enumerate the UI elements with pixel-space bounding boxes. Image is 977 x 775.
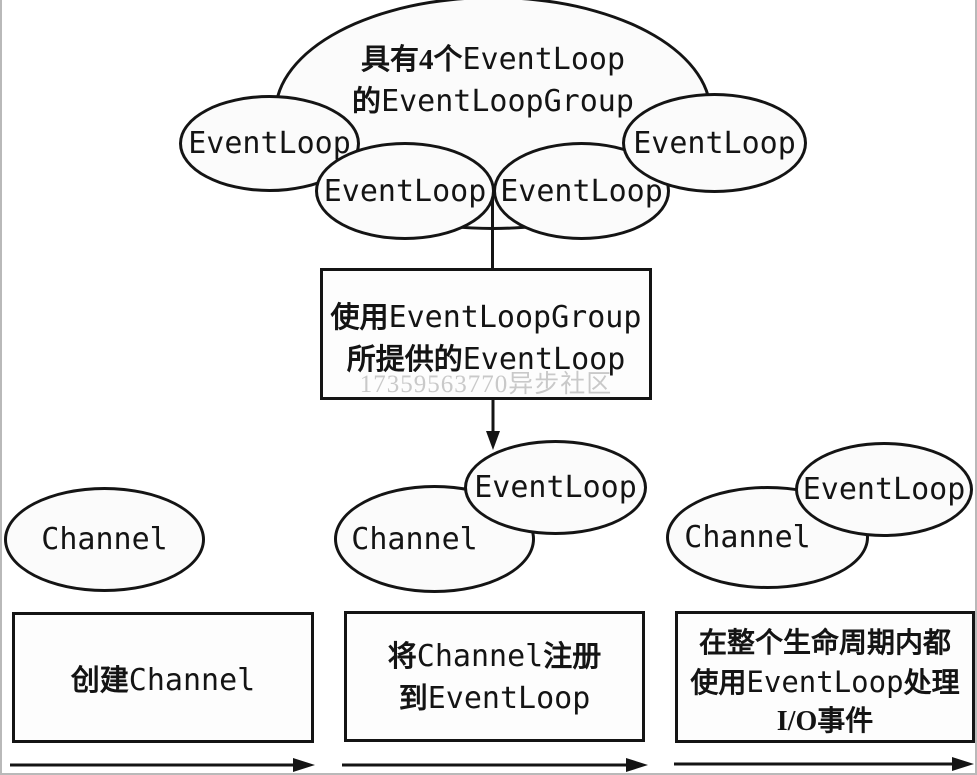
step3-line2: 使用EventLoop处理 (678, 665, 972, 705)
step2-text: 将Channel注册 到EventLoop (347, 614, 642, 722)
watermark-text: 17359563770异步社区 (359, 371, 613, 398)
provider-box-text: 使用EventLoopGroup 所提供的EventLoop (323, 271, 649, 383)
step3-line3-cjk: I/O事件 (776, 706, 874, 737)
step3-line2-code: EventLoop (746, 665, 904, 699)
step1-line1-code: Channel (128, 662, 256, 698)
group-eventloop-label-3: EventLoop (500, 173, 663, 209)
step-box-lifetime-io: 在整个生命周期内都 使用EventLoop处理 I/O事件 (675, 611, 975, 743)
eventloop-ellipse-middle: EventLoop (464, 440, 647, 535)
eventloopgroup-title-line2-code: EventLoopGroup (381, 84, 634, 119)
provider-box: 使用EventLoopGroup 所提供的EventLoop 173595637… (320, 268, 652, 400)
eventloopgroup-title-line1: 具有4个EventLoop (277, 41, 709, 83)
timeline-arrow-1 (10, 758, 315, 772)
eventloop-label-right: EventLoop (802, 472, 966, 507)
step2-line2: 到EventLoop (347, 680, 642, 722)
group-eventloop-ellipse-3: EventLoop (493, 142, 670, 240)
step-box-create-channel: 创建Channel (12, 612, 314, 743)
step2-line1-cjk1: 将 (387, 641, 417, 673)
step1-line1-cjk: 创建 (70, 664, 129, 697)
step2-line1: 将Channel注册 (347, 638, 642, 680)
group-eventloop-ellipse-2: EventLoop (315, 142, 495, 240)
step3-line3: I/O事件 (678, 705, 972, 743)
step3-line2-cjk2: 处理 (903, 668, 960, 699)
eventloopgroup-title-line1-code: EventLoop (462, 42, 626, 77)
channel-label-right: Channel (684, 520, 811, 555)
step-box-register-channel: 将Channel注册 到EventLoop (344, 611, 645, 742)
group-eventloop-ellipse-1: EventLoop (179, 95, 360, 192)
group-eventloop-ellipse-4: EventLoop (622, 93, 807, 193)
eventloop-ellipse-right: EventLoop (795, 442, 973, 537)
provider-box-line2-cjk: 所提供的 (346, 344, 463, 376)
group-eventloop-label-2: EventLoop (323, 173, 487, 209)
provider-box-line1: 使用EventLoopGroup (323, 299, 649, 341)
step1-line1: 创建Channel (71, 657, 255, 699)
eventloopgroup-title-line1-cjk: 具有4个 (360, 44, 463, 76)
eventloopgroup-title: 具有4个EventLoop 的EventLoopGroup (277, 41, 709, 125)
step3-line1: 在整个生命周期内都 (678, 627, 972, 665)
timeline-arrow-2 (342, 758, 648, 772)
provider-box-line1-code: EventLoopGroup (388, 300, 642, 335)
channel-label-left: Channel (41, 522, 168, 557)
channel-label-middle: Channel (351, 521, 478, 557)
group-eventloop-label-1: EventLoop (188, 126, 351, 161)
group-to-box-connector-line (491, 192, 494, 268)
box-to-eventloop-arrow (486, 400, 500, 450)
step3-line2-cjk1: 使用 (690, 668, 747, 699)
channel-ellipse-middle: Channel (334, 485, 535, 593)
provider-box-line2-code: EventLoop (462, 342, 626, 377)
timeline-arrow-3 (674, 757, 974, 771)
eventloopgroup-title-line2: 的EventLoopGroup (277, 83, 709, 125)
step2-line2-cjk: 到 (398, 683, 428, 715)
step2-line1-cjk2: 注册 (543, 641, 602, 673)
step2-line2-code: EventLoop (427, 681, 591, 716)
eventloop-label-middle: EventLoop (474, 470, 637, 505)
channel-ellipse-left: Channel (4, 487, 205, 592)
eventloopgroup-title-line2-cjk: 的 (352, 86, 382, 118)
provider-box-line1-cjk: 使用 (330, 302, 389, 334)
step3-line1-cjk: 在整个生命周期内都 (698, 628, 951, 659)
group-eventloop-label-4: EventLoop (633, 125, 796, 161)
provider-box-line2: 所提供的EventLoop (323, 341, 649, 383)
step3-text: 在整个生命周期内都 使用EventLoop处理 I/O事件 (678, 614, 972, 743)
step2-line1-code: Channel (416, 639, 544, 674)
